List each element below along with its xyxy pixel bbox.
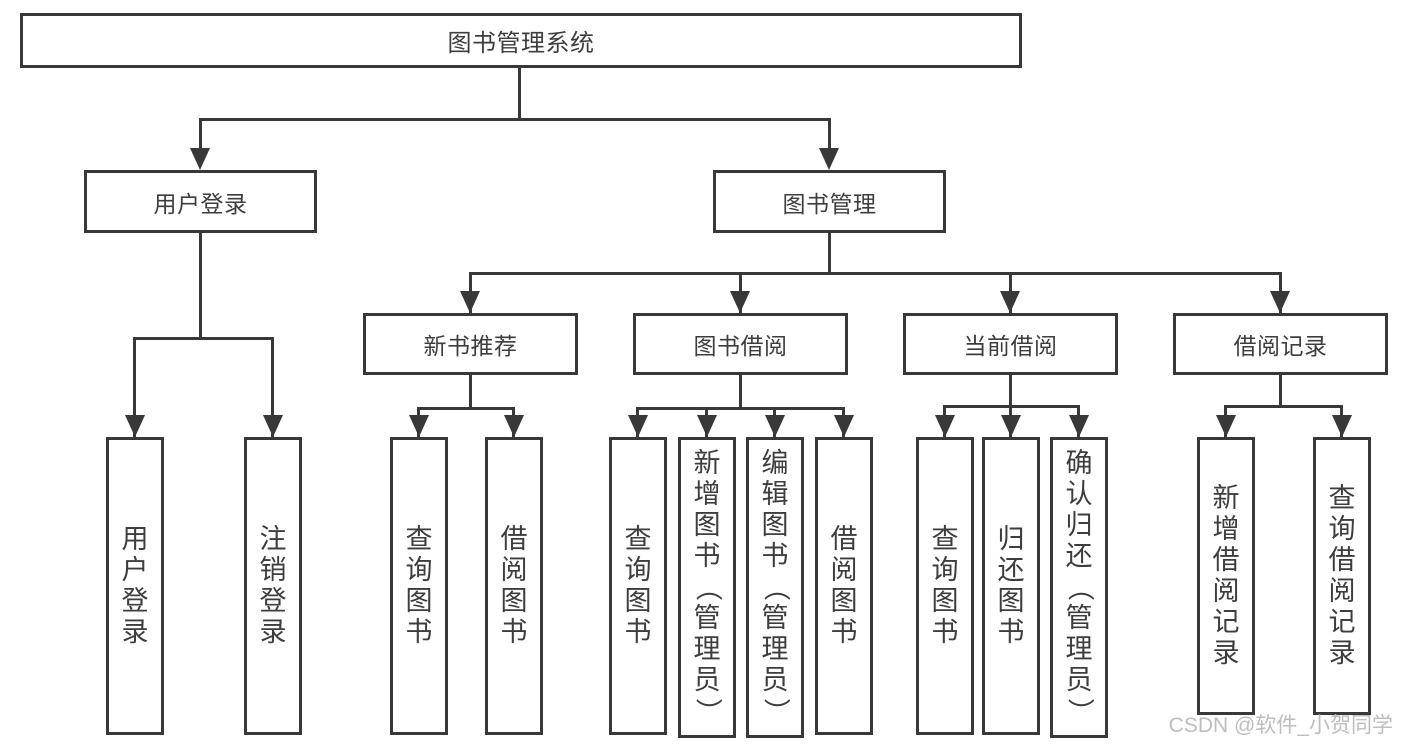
arrow-down-icon <box>1216 415 1236 437</box>
arrow-down-icon <box>409 415 429 437</box>
leaf-borrow-books-1-label: 借阅图书 <box>500 524 528 647</box>
leaf-edit-books-admin: 编辑图书（管理员） <box>746 437 804 738</box>
arrow-down-icon <box>125 415 145 437</box>
node-book-system: 图书管理系统 <box>20 13 1022 68</box>
leaf-query-books-1: 查询图书 <box>390 437 448 735</box>
node-book-borrow: 图书借阅 <box>633 313 848 375</box>
leaf-borrow-books-2: 借阅图书 <box>815 437 873 735</box>
connector-line <box>199 118 202 152</box>
connector-line <box>739 375 742 410</box>
leaf-add-books-admin: 新增图书（管理员） <box>678 437 736 738</box>
connector-line <box>636 407 845 410</box>
leaf-add-borrow-record: 新增借阅记录 <box>1197 437 1255 715</box>
connector-line <box>828 233 831 275</box>
leaf-return-books-label: 归还图书 <box>997 524 1025 647</box>
connector-line <box>469 272 1282 275</box>
csdn-watermark: CSDN @软件_小贺同学 <box>1168 714 1393 737</box>
leaf-add-books-admin-label: 新增图书（管理员） <box>692 448 723 725</box>
node-book-management-label: 图书管理 <box>782 190 877 217</box>
arrow-down-icon <box>263 415 283 437</box>
arrow-down-icon <box>190 148 210 170</box>
arrow-down-icon <box>1069 415 1089 437</box>
leaf-query-borrow-record-label: 查询借阅记录 <box>1328 483 1356 668</box>
leaf-query-books-2-label: 查询图书 <box>624 524 652 647</box>
arrow-down-icon <box>504 415 524 437</box>
connector-line <box>133 337 136 437</box>
connector-line <box>199 118 831 121</box>
leaf-borrow-books-2-label: 借阅图书 <box>830 524 858 647</box>
leaf-user-login: 用户登录 <box>106 437 164 735</box>
node-borrow-records: 借阅记录 <box>1173 313 1388 375</box>
connector-line <box>271 337 274 437</box>
leaf-add-borrow-record-label: 新增借阅记录 <box>1212 483 1240 668</box>
connector-line <box>417 407 515 410</box>
node-book-system-label: 图书管理系统 <box>447 30 595 57</box>
connector-line <box>828 118 831 152</box>
leaf-query-books-3-label: 查询图书 <box>931 524 959 647</box>
arrow-down-icon <box>1332 415 1352 437</box>
node-current-borrow: 当前借阅 <box>903 313 1118 375</box>
connector-line <box>469 375 472 410</box>
connector-line <box>133 337 274 340</box>
connector-line <box>518 68 521 121</box>
connector-line <box>1009 375 1012 408</box>
arrow-down-icon <box>1270 291 1290 313</box>
leaf-return-books: 归还图书 <box>982 437 1040 735</box>
arrow-down-icon <box>1000 291 1020 313</box>
leaf-query-books-1-label: 查询图书 <box>405 524 433 647</box>
leaf-confirm-return-admin: 确认归还（管理员） <box>1050 437 1108 738</box>
node-user-login: 用户登录 <box>84 170 317 233</box>
node-new-book-recommend-label: 新书推荐 <box>423 333 518 359</box>
leaf-query-borrow-record: 查询借阅记录 <box>1313 437 1371 715</box>
leaf-logout: 注销登录 <box>244 437 302 735</box>
arrow-down-icon <box>628 415 648 437</box>
arrow-down-icon <box>460 291 480 313</box>
connector-line <box>199 233 202 340</box>
arrow-down-icon <box>834 415 854 437</box>
connector-line <box>1279 375 1282 408</box>
node-user-login-label: 用户登录 <box>153 190 248 217</box>
connector-line <box>1224 405 1343 408</box>
arrow-down-icon <box>730 291 750 313</box>
node-book-management: 图书管理 <box>713 170 946 233</box>
leaf-confirm-return-admin-label: 确认归还（管理员） <box>1064 448 1095 725</box>
leaf-query-books-3: 查询图书 <box>916 437 974 735</box>
node-current-borrow-label: 当前借阅 <box>963 333 1058 359</box>
node-borrow-records-label: 借阅记录 <box>1233 333 1328 359</box>
node-book-borrow-label: 图书借阅 <box>693 333 788 359</box>
arrow-down-icon <box>819 148 839 170</box>
leaf-query-books-2: 查询图书 <box>609 437 667 735</box>
node-new-book-recommend: 新书推荐 <box>363 313 578 375</box>
leaf-borrow-books-1: 借阅图书 <box>485 437 543 735</box>
arrow-down-icon <box>1001 415 1021 437</box>
arrow-down-icon <box>697 415 717 437</box>
arrow-down-icon <box>935 415 955 437</box>
leaf-logout-label: 注销登录 <box>259 524 287 647</box>
leaf-edit-books-admin-label: 编辑图书（管理员） <box>760 448 791 725</box>
arrow-down-icon <box>765 415 785 437</box>
leaf-user-login-label: 用户登录 <box>121 524 149 647</box>
